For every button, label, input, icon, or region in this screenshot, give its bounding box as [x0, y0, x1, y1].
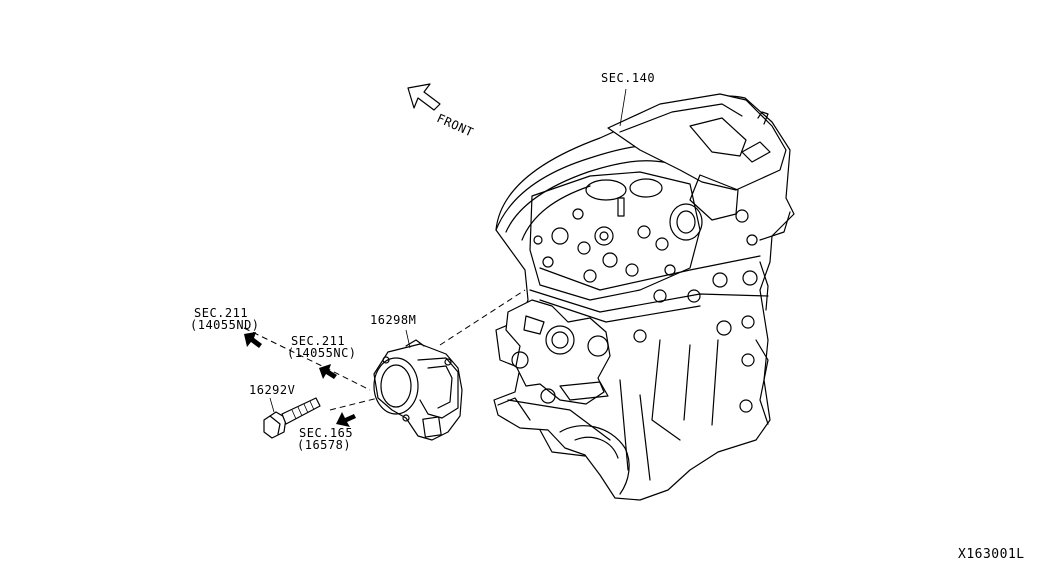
- dash-sec165: [329, 397, 379, 411]
- part-16298m-label: 16298M: [370, 313, 417, 327]
- arrow-sec165-icon: [336, 412, 356, 427]
- front-arrow-icon: [407, 83, 441, 111]
- leader-16298m: [405, 329, 411, 349]
- sec211b-sub-label: (14055NC): [287, 346, 357, 360]
- sec211b-label: SEC.211: [291, 334, 346, 348]
- sec211a-label: SEC.211: [194, 306, 249, 320]
- bolt-16292v: [263, 397, 321, 439]
- diagram-id-label: X163001L: [958, 547, 1025, 562]
- part-16292v-label: 16292V: [249, 383, 296, 397]
- arrow-sec211b-icon: [319, 364, 337, 379]
- sec140-label: SEC.140: [601, 71, 656, 85]
- sec165-sub-label: (16578): [297, 438, 352, 452]
- throttle-body-16298m: [373, 339, 463, 441]
- sec211a-sub-label: (14055ND): [190, 318, 260, 332]
- arrow-sec211a-icon: [244, 332, 262, 348]
- sec165-label: SEC.165: [299, 426, 354, 440]
- dash-engine: [439, 289, 526, 346]
- engine-assembly: [493, 93, 795, 501]
- dash-sec211a: [243, 327, 371, 391]
- leader-sec140: [619, 88, 627, 127]
- leader-16292v: [269, 397, 275, 413]
